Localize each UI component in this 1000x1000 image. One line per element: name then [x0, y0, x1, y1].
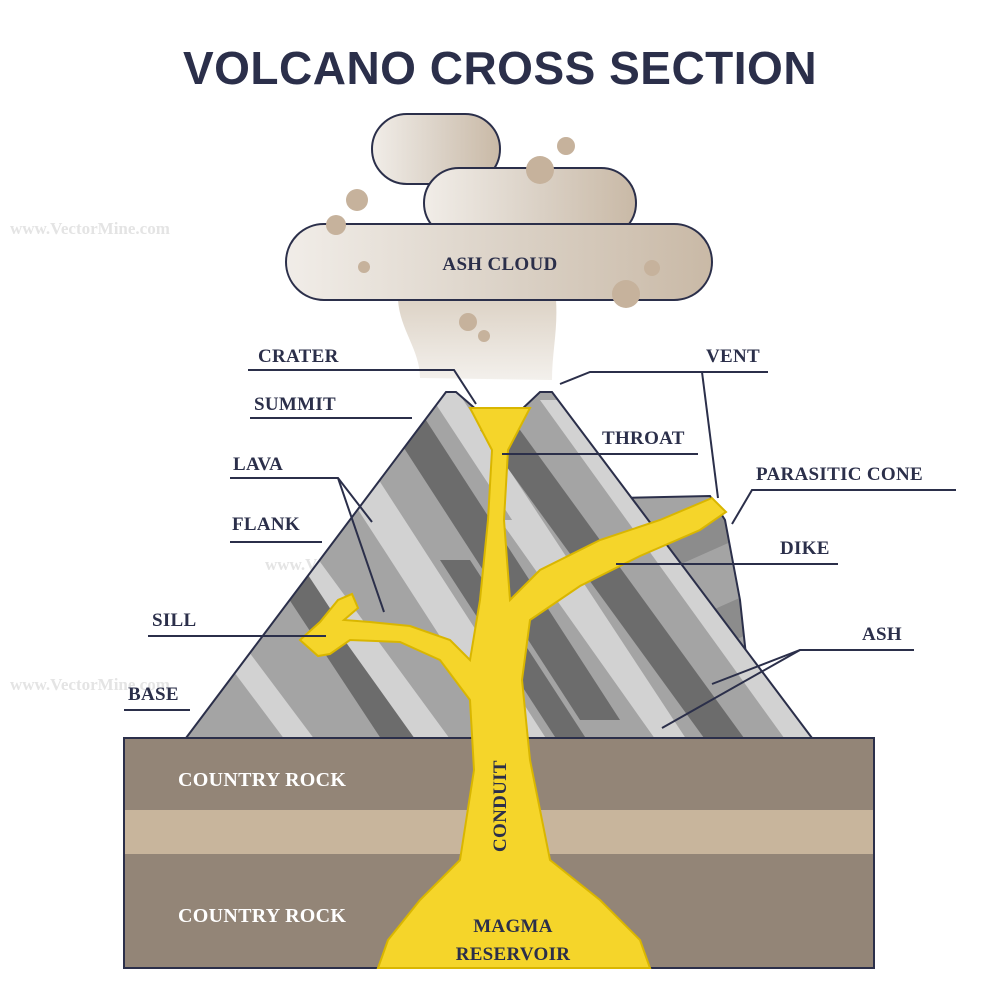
leader-ash-2: [661, 649, 801, 729]
label-base: BASE: [128, 684, 179, 705]
label-dike: DIKE: [780, 538, 830, 559]
label-parasitic-cone: PARASITIC CONE: [756, 464, 923, 485]
watermark-text: www.VectorMine.com: [10, 219, 170, 238]
leader-crater: [248, 369, 477, 405]
leader-vent: [559, 371, 768, 385]
labels-right: VENT THROAT PARASITIC CONE DIKE ASH: [502, 346, 956, 729]
label-magma: MAGMA: [473, 916, 553, 937]
label-conduit: CONDUIT: [490, 760, 511, 852]
label-lava: LAVA: [233, 454, 283, 475]
leader-vent-2: [701, 371, 719, 499]
label-flank: FLANK: [232, 514, 300, 535]
label-ash: ASH: [862, 624, 902, 645]
label-vent: VENT: [706, 346, 760, 367]
magma-system: [298, 407, 728, 969]
page-title: VOLCANO CROSS SECTION: [183, 42, 817, 94]
ash-cloud: ASH CLOUD: [285, 113, 713, 380]
label-throat: THROAT: [602, 428, 685, 449]
label-country-rock-bottom: COUNTRY ROCK: [178, 905, 346, 927]
labels-left: CRATER SUMMIT LAVA FLANK SILL BASE: [124, 346, 477, 711]
watermark-text: www.VectorMine.com: [10, 675, 170, 694]
label-crater: CRATER: [258, 346, 339, 367]
label-sill: SILL: [152, 610, 197, 631]
leader-parasitic-cone: [731, 489, 956, 525]
label-summit: SUMMIT: [254, 394, 336, 415]
leader-lava-2: [337, 477, 385, 613]
label-country-rock-top: COUNTRY ROCK: [178, 769, 346, 791]
label-ash-cloud: ASH CLOUD: [442, 254, 557, 275]
label-reservoir: RESERVOIR: [456, 944, 571, 965]
